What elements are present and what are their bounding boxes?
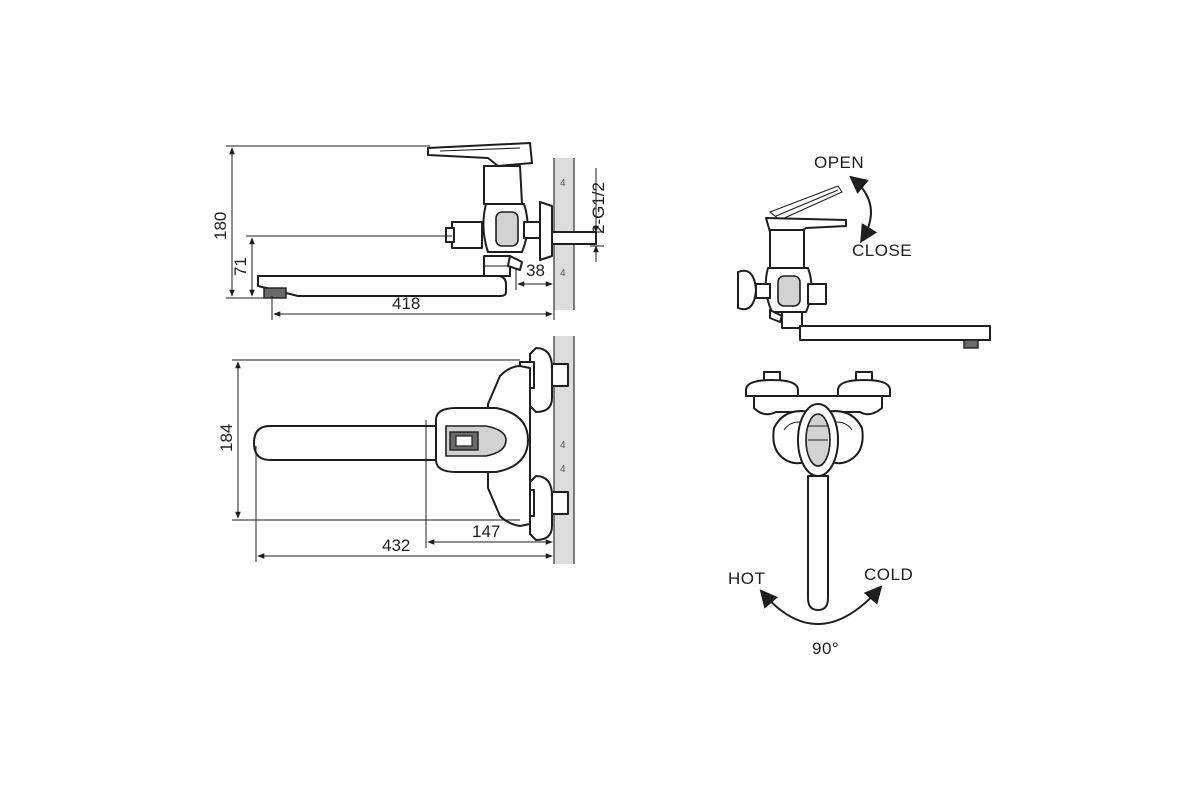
cold-label: COLD — [864, 565, 913, 584]
oc-wall-flange — [737, 269, 757, 311]
svg-text:4: 4 — [560, 440, 566, 451]
svg-text:4: 4 — [560, 178, 566, 189]
svg-text:4: 4 — [560, 464, 566, 475]
hot-cold-view: HOT COLD 90° — [728, 371, 913, 658]
oc-aerator — [963, 339, 979, 349]
dim-432-label: 432 — [382, 536, 410, 555]
dim-184-label: 184 — [217, 424, 236, 452]
dim-71-label: 71 — [231, 257, 250, 276]
hot-cold-arrow — [759, 585, 883, 625]
dim-147-label: 147 — [472, 522, 500, 541]
top-upper-flange — [529, 347, 553, 413]
dim-38-label: 38 — [526, 261, 545, 280]
oc-diverter-knob — [807, 283, 827, 305]
side-faucet-body — [483, 165, 523, 205]
open-close-view: OPEN CLOSE — [737, 153, 991, 349]
top-spout — [253, 425, 471, 461]
oc-swivel-nut — [781, 311, 803, 329]
hot-label: HOT — [728, 569, 765, 588]
dim-418-label: 418 — [392, 294, 420, 313]
side-aerator — [263, 287, 287, 299]
side-wall-pipe — [551, 231, 597, 245]
side-lever-handle — [427, 142, 533, 167]
side-view: 4 4 180 71 418 — [211, 142, 608, 320]
top-view: 4 4 184 147 432 — [217, 336, 575, 564]
oc-spout — [799, 325, 991, 341]
rotation-label: 90° — [812, 639, 839, 658]
hc-spout — [807, 475, 829, 611]
connection-label: 2-G1/2 — [589, 182, 608, 234]
svg-text:4: 4 — [560, 268, 566, 279]
side-diverter-knob — [451, 221, 483, 249]
open-close-arrow — [849, 175, 878, 244]
oc-faucet-body — [769, 229, 805, 269]
close-label: CLOSE — [852, 241, 912, 260]
open-label: OPEN — [814, 153, 864, 172]
side-spout — [257, 275, 507, 297]
side-wall-flange — [539, 201, 553, 261]
dim-180-label: 180 — [211, 212, 230, 240]
